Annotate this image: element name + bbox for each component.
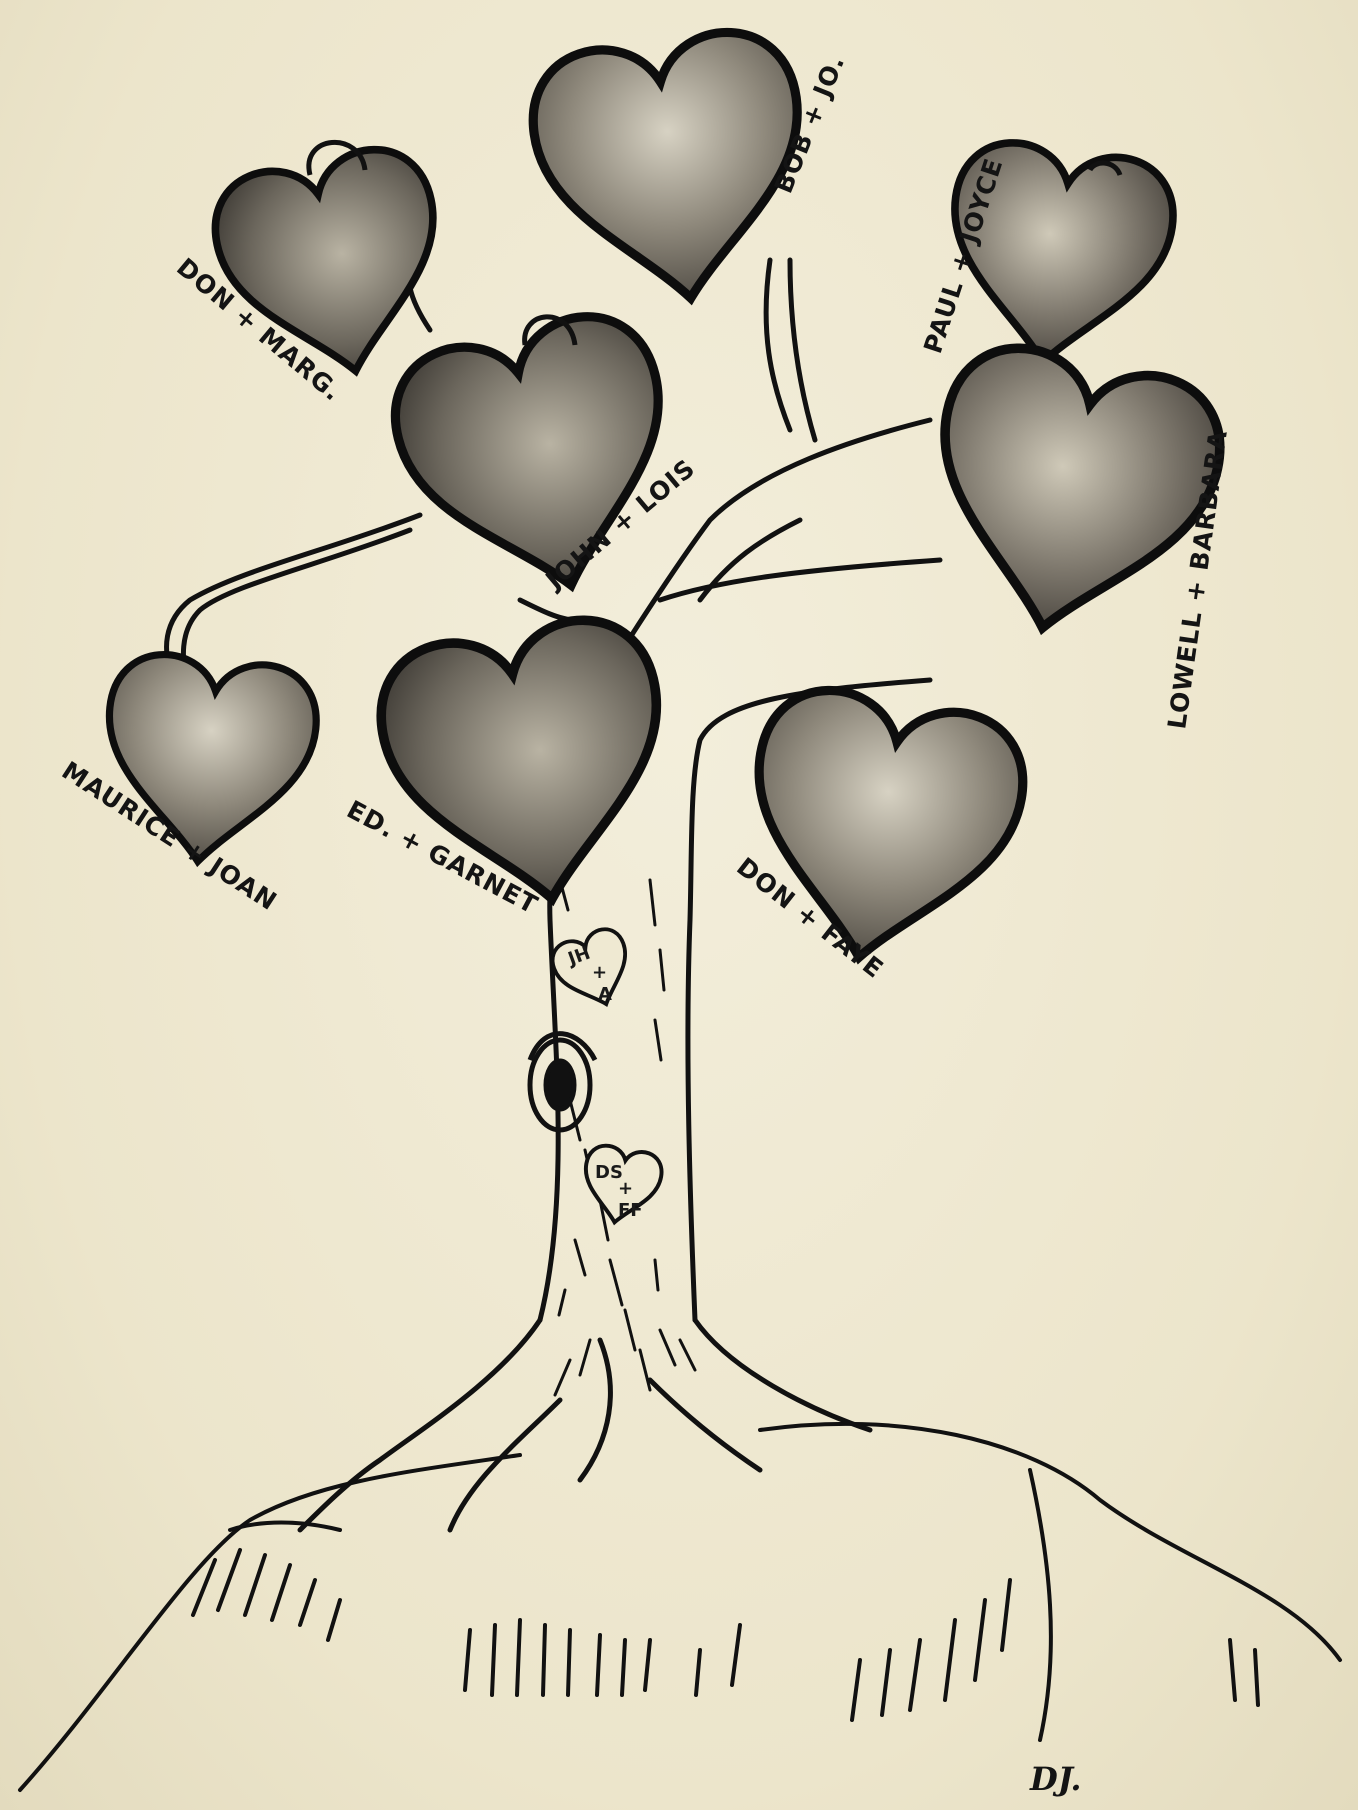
carving-2-bottom: FF [618, 1200, 643, 1221]
carving-2-mid: + [618, 1178, 633, 1199]
heart-photo-don-faye [729, 680, 1034, 981]
heart-photo-john-lois [380, 302, 699, 617]
trunk-knot [530, 1034, 595, 1130]
carving-1-bottom: A [598, 984, 612, 1005]
heart-photo-ed-garnet [369, 609, 688, 923]
heart-photo-maurice-joan [95, 649, 322, 872]
grass-hatching [193, 1550, 1258, 1720]
artist-signature: DJ. [1029, 1760, 1082, 1798]
carving-1-mid: + [592, 962, 607, 983]
